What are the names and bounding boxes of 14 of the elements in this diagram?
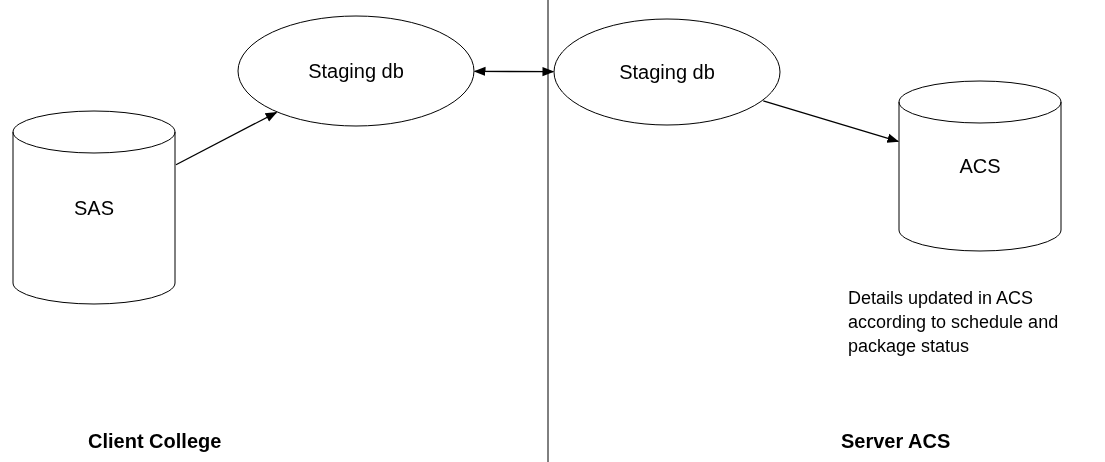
arrow bbox=[473, 66, 555, 77]
process-ellipse bbox=[553, 18, 781, 126]
process-ellipse bbox=[237, 15, 475, 127]
database-cylinder bbox=[898, 80, 1062, 252]
arrow bbox=[762, 100, 900, 143]
note-text: Details updated in ACS according to schedule and package status bbox=[848, 287, 1060, 358]
arrow bbox=[175, 111, 278, 166]
node-label: ACS bbox=[959, 154, 1001, 179]
section-label: Client College bbox=[88, 429, 222, 454]
node-label: Staging db bbox=[308, 59, 404, 84]
database-cylinder bbox=[12, 110, 176, 305]
node-label: SAS bbox=[74, 195, 114, 221]
node-label: Staging db bbox=[619, 60, 715, 85]
section-label: Server ACS bbox=[841, 429, 951, 454]
